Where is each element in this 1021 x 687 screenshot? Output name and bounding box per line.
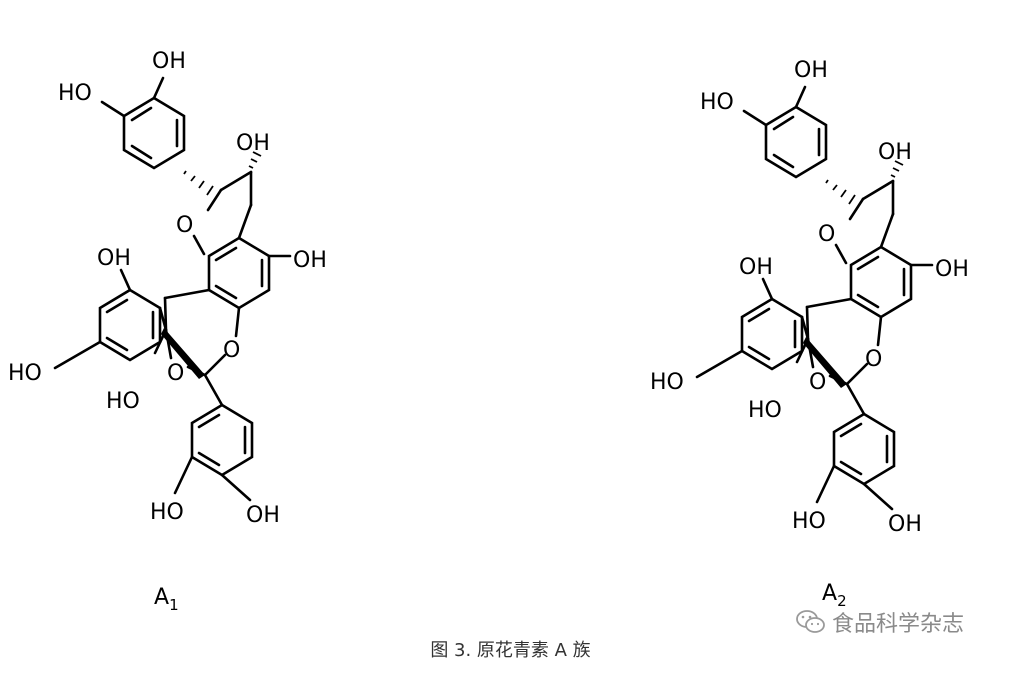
atom-label: O — [809, 370, 826, 395]
atom-label: OH — [878, 140, 912, 165]
atom-label: O — [865, 347, 882, 372]
atom-label: O — [176, 213, 193, 238]
compound-label-a2: A2 — [822, 581, 847, 610]
atom-label: HO — [792, 509, 826, 534]
watermark-text: 食品科学杂志 — [832, 612, 965, 637]
atom-label: OH — [935, 257, 969, 282]
atom-label: HO — [650, 370, 684, 395]
wechat-icon — [796, 610, 825, 633]
atom-label: HO — [748, 398, 782, 423]
compound-label-a1: A1 — [154, 585, 179, 614]
figure-caption: 图 3. 原花青素 A 族 — [430, 640, 591, 661]
atom-label: O — [818, 222, 835, 247]
atom-label: OH — [236, 131, 270, 156]
atom-label: OH — [794, 58, 828, 83]
compound-a2-structure: HO OH OH O OH OH HO O O HO HO OH A2 — [650, 58, 969, 610]
atom-label: HO — [150, 500, 184, 525]
atom-label: OH — [888, 512, 922, 537]
watermark: 食品科学杂志 — [796, 605, 964, 639]
atom-label: OH — [293, 248, 327, 273]
atom-label: O — [223, 338, 240, 363]
atom-label: OH — [246, 503, 280, 528]
compound-a1-structure: HO OH OH O OH OH HO O O HO HO OH A1 — [8, 49, 327, 614]
atom-label: OH — [152, 49, 186, 74]
atom-label: HO — [58, 81, 92, 106]
atom-label: HO — [700, 90, 734, 115]
atom-label: O — [167, 361, 184, 386]
atom-label: OH — [97, 246, 131, 271]
atom-label: HO — [106, 389, 140, 414]
atom-label: HO — [8, 361, 42, 386]
atom-label: OH — [739, 255, 773, 280]
